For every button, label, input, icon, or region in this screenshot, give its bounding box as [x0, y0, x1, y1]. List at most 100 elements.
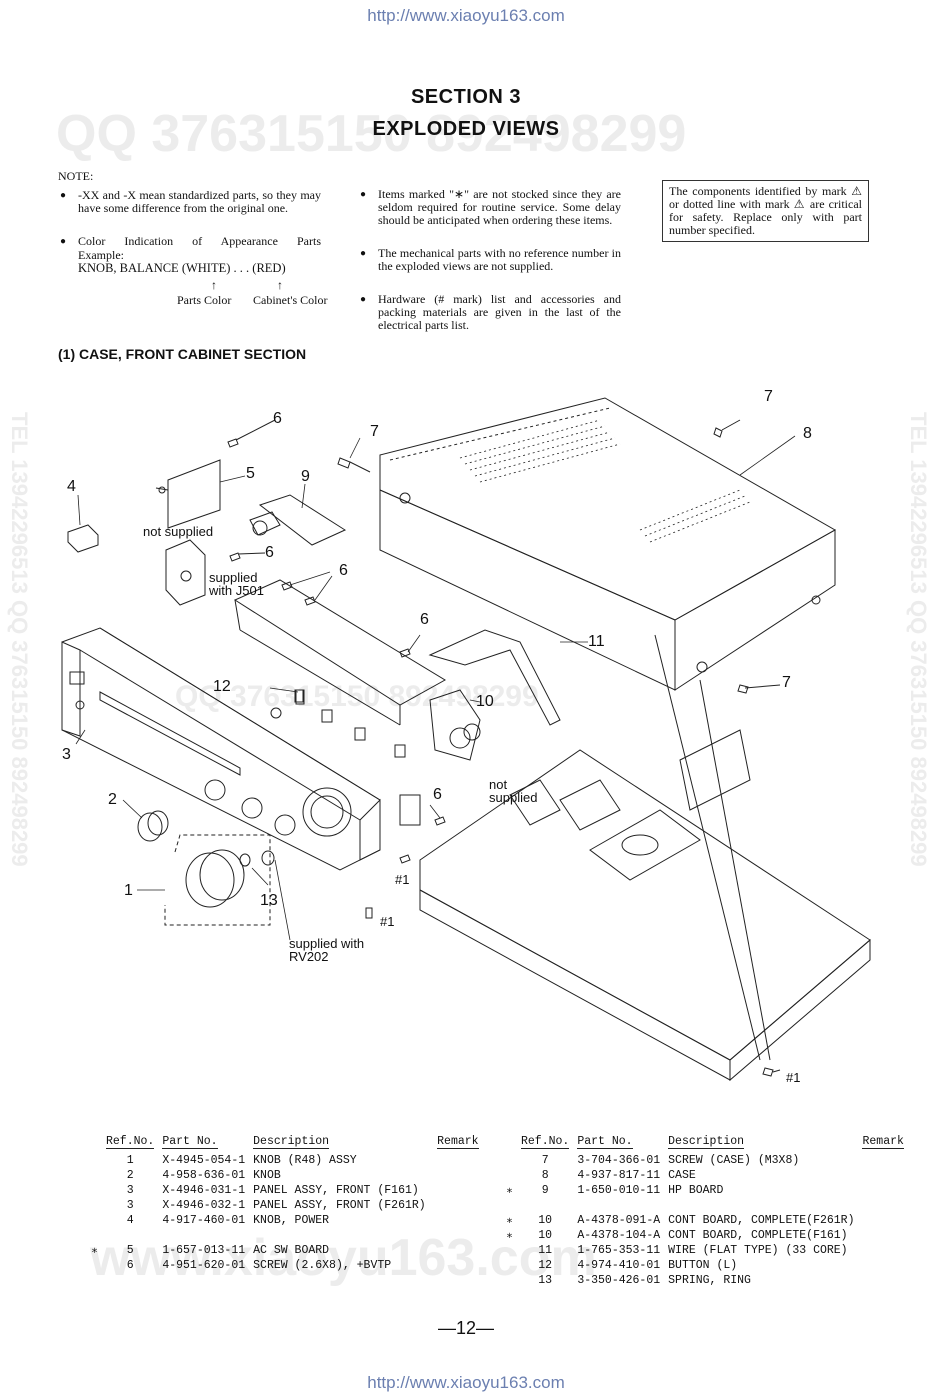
part-no: 1-765-353-11 [577, 1244, 661, 1257]
non-stock-mark [80, 1258, 102, 1273]
example-label: Example: [78, 248, 124, 262]
part-no: 1-650-010-11 [577, 1184, 661, 1197]
ref-no: 5 [126, 1244, 134, 1257]
description: SPRING, RING [668, 1274, 751, 1287]
note-text: Hardware (# mark) list and accessories a… [378, 292, 621, 332]
section-title: EXPLODED VIEWS [372, 118, 560, 140]
ref-no [517, 1198, 573, 1213]
table-row: 3 X-4946-032-1 PANEL ASSY, FRONT (F261R) [80, 1198, 483, 1213]
remark [858, 1168, 907, 1183]
non-stock-mark: ∗ [506, 1215, 513, 1228]
ref-no: 2 [126, 1169, 134, 1182]
part-no: 4-917-460-01 [162, 1214, 246, 1227]
note-item: ● Color Indication of Appearance Parts [60, 234, 321, 248]
part-no: X-4946-031-1 [162, 1184, 246, 1197]
part-no: X-4946-032-1 [162, 1199, 246, 1212]
case-cover-drawing [379, 397, 837, 691]
watermark-tel-left: TEL 13942296513 QQ 376315150 892498299 [7, 412, 32, 867]
callout-11: 11 [588, 633, 605, 650]
col-part: Part No. [162, 1135, 218, 1149]
ref-no: 7 [541, 1154, 549, 1167]
section-number: SECTION 3 [410, 86, 522, 108]
remark [858, 1243, 907, 1258]
description: KNOB, POWER [253, 1214, 330, 1227]
part-no: X-4945-054-1 [162, 1154, 246, 1167]
screw-6-drawing [227, 419, 446, 826]
footer-url[interactable]: http://www.xiaoyu163.com [367, 1373, 565, 1392]
ref-no: 3 [126, 1184, 134, 1197]
safety-notice-box: The components identified by mark ⚠ or d… [662, 180, 869, 242]
description: PANEL ASSY, FRONT (F161) [253, 1184, 419, 1197]
description: PANEL ASSY, FRONT (F261R) [253, 1199, 426, 1212]
col-remark: Remark [437, 1135, 479, 1149]
description: WIRE (FLAT TYPE) (33 CORE) [668, 1244, 848, 1257]
button-12-drawing [270, 689, 305, 719]
note-text: Color Indication of Appearance Parts [78, 234, 321, 248]
ref-no: 4 [126, 1214, 134, 1227]
non-stock-mark [495, 1243, 517, 1258]
note-item: ● The mechanical parts with no reference… [360, 247, 621, 273]
screw-7-drawing [337, 419, 781, 694]
watermark-bottom: www.xiaoyu163.com [90, 1229, 597, 1287]
non-stock-mark: ∗ [506, 1185, 513, 1198]
callout-6: 6 [420, 611, 429, 628]
remark [433, 1228, 482, 1243]
callout-6: 6 [273, 410, 282, 427]
watermark-qq-mid: QQ 376315150 892498299 [175, 680, 539, 713]
note-label: NOTE: [58, 169, 94, 183]
part-no: 1-657-013-11 [162, 1244, 246, 1257]
remark [433, 1198, 482, 1213]
non-stock-mark [80, 1183, 102, 1198]
part-no [158, 1228, 249, 1243]
callout-2: 2 [108, 791, 117, 808]
description: KNOB [253, 1169, 281, 1182]
remark [858, 1213, 907, 1228]
label-supplied: supplied [489, 790, 538, 805]
description: BUTTON (L) [668, 1259, 738, 1272]
non-stock-mark [80, 1228, 102, 1243]
ref-no: 3 [126, 1199, 134, 1212]
callout-5: 5 [246, 465, 255, 482]
description: CONT BOARD, COMPLETE(F161) [668, 1229, 848, 1242]
hp-board-9-drawing [249, 494, 347, 546]
callout-7: 7 [782, 674, 791, 691]
part-no: A-4378-091-A [577, 1214, 661, 1227]
col-desc: Description [668, 1135, 745, 1149]
ref-no: 6 [126, 1259, 134, 1272]
knob-1-assy-drawing [164, 834, 275, 926]
part-no: A-4378-104-A [577, 1229, 661, 1242]
callout-6: 6 [339, 562, 348, 579]
callout-9: 9 [301, 468, 310, 485]
ref-no: 9 [541, 1184, 549, 1197]
hardware-mark: #1 [380, 914, 395, 929]
header-url[interactable]: http://www.xiaoyu163.com [367, 6, 565, 25]
part-no: 4-974-410-01 [577, 1259, 661, 1272]
non-stock-mark: ∗ [506, 1230, 513, 1243]
note-item: ● Hardware (# mark) list and accessories… [360, 292, 621, 332]
callout-8: 8 [803, 425, 812, 442]
ref-no: 10 [538, 1229, 553, 1242]
page-number: —12— [437, 1318, 495, 1338]
remark [433, 1243, 482, 1258]
description: SCREW (CASE) (M3X8) [668, 1154, 800, 1167]
non-stock-mark [80, 1213, 102, 1228]
description: KNOB (R48) ASSY [253, 1154, 357, 1167]
cabinet-color-label: Cabinet's Color [253, 293, 328, 307]
col-desc: Description [253, 1135, 330, 1149]
example-line: KNOB, BALANCE (WHITE) . . . (RED) [78, 261, 286, 275]
label-supplied-with: supplied with [289, 936, 365, 951]
watermark-qq-top: QQ 376315150 892498299 [56, 105, 687, 163]
table-row: 3 X-4946-031-1 PANEL ASSY, FRONT (F161) [80, 1183, 483, 1198]
knob-4-power-drawing [67, 524, 99, 553]
non-stock-mark [495, 1198, 517, 1213]
remark [433, 1168, 482, 1183]
non-stock-mark [80, 1153, 102, 1168]
label-with-j501: with J501 [209, 583, 264, 598]
